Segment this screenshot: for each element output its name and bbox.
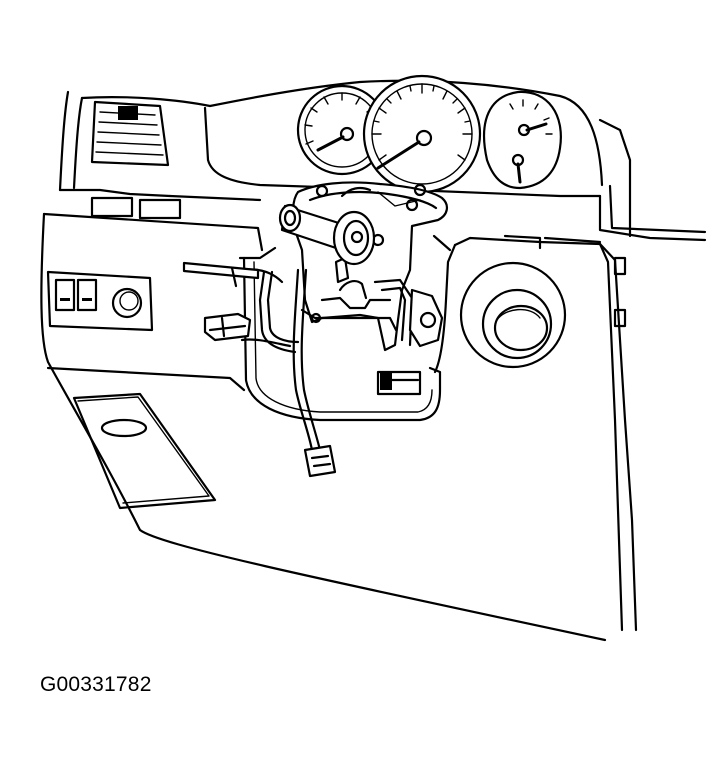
upper-dash-outline [60, 81, 705, 240]
connector-upper [184, 263, 258, 286]
connector-lower [305, 446, 335, 476]
fuel-temp-gauge [484, 92, 561, 188]
wiring-harness [240, 269, 320, 450]
figure-id-label: G00331782 [40, 673, 152, 696]
lock-cylinder [280, 205, 374, 264]
column-cover-trim [435, 238, 636, 630]
lower-dash-panel [41, 214, 605, 640]
air-vent [92, 102, 168, 165]
switch-panel [48, 272, 152, 330]
speedometer-gauge [364, 76, 480, 192]
column-opening [240, 248, 440, 420]
connector-left [205, 314, 250, 340]
tilt-lever-bracket [410, 236, 450, 346]
connector-right [378, 372, 420, 394]
